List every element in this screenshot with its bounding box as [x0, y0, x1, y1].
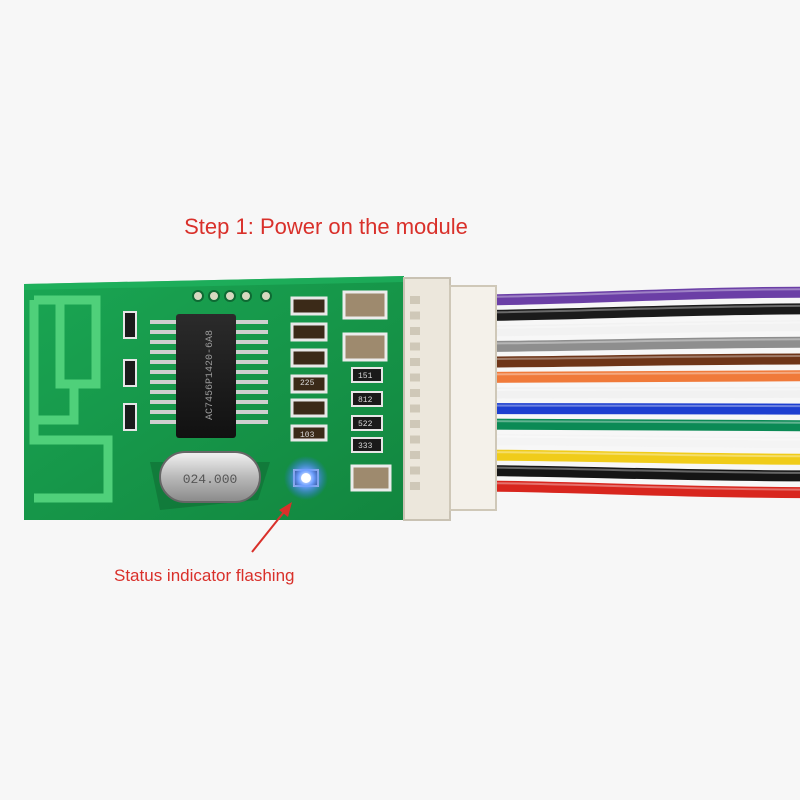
crystal-marking: 024.000	[183, 472, 238, 487]
wire-highlight	[469, 420, 800, 424]
step-title: Step 1: Power on the module	[184, 214, 468, 239]
connector-slot	[410, 311, 420, 320]
wire-bundle	[464, 286, 800, 499]
wire	[464, 480, 800, 499]
wire-highlight	[469, 288, 800, 298]
antenna-trace	[29, 295, 113, 503]
wire	[464, 303, 800, 321]
connector-slot	[410, 451, 420, 459]
connector-slot	[410, 342, 420, 351]
wire-highlight	[469, 338, 800, 345]
component-marking: 103	[300, 431, 315, 440]
component-marking: 151	[358, 372, 373, 381]
wire-highlight	[469, 435, 800, 441]
component-marking: 333	[358, 442, 373, 451]
annotation-arrow	[251, 502, 292, 553]
component-marking: 522	[358, 420, 373, 429]
crystal-oscillator: 024.000	[150, 451, 270, 510]
wire-highlight	[469, 304, 800, 314]
wire-highlight	[469, 321, 800, 329]
wire	[464, 465, 800, 482]
wire-highlight	[469, 404, 800, 408]
connector-slot	[410, 404, 420, 413]
wire-highlight	[469, 388, 800, 391]
wire	[464, 320, 800, 337]
connector-slot	[410, 466, 420, 475]
wire-connector	[403, 277, 497, 521]
status-indicator-note: Status indicator flashing	[114, 566, 295, 585]
connector-slot	[410, 358, 420, 366]
wire	[464, 370, 800, 383]
wire	[464, 286, 800, 306]
connector-slot	[410, 389, 420, 397]
wire	[464, 418, 800, 432]
wire	[464, 386, 800, 399]
component-marking: 225	[300, 379, 315, 388]
wire	[464, 336, 800, 352]
main-ic-chip: AC7456P1420-6A8	[150, 314, 268, 438]
wire	[464, 353, 800, 368]
header-pads	[192, 290, 272, 302]
wire	[464, 403, 800, 415]
wire	[464, 449, 800, 465]
connector-slot	[410, 482, 420, 490]
wire-highlight	[469, 451, 800, 458]
status-led	[284, 456, 328, 500]
connector-slot	[410, 435, 420, 444]
wire-highlight	[469, 371, 800, 376]
wire-highlight	[469, 466, 800, 474]
wire	[464, 434, 800, 448]
connector-slot	[410, 373, 420, 382]
bluetooth-module-board: AC7456P1420-6A8 024.000	[24, 276, 404, 520]
wire-highlight	[469, 355, 800, 360]
left-components	[123, 311, 137, 431]
component-marking: 812	[358, 396, 373, 405]
connector-slot	[410, 420, 420, 428]
smd-components: 225 103 151 812 522 333	[290, 290, 392, 492]
chip-marking: AC7456P1420-6A8	[205, 330, 216, 420]
connector-slot	[410, 296, 420, 304]
wire-highlight	[469, 482, 800, 491]
connector-slot	[410, 327, 420, 335]
